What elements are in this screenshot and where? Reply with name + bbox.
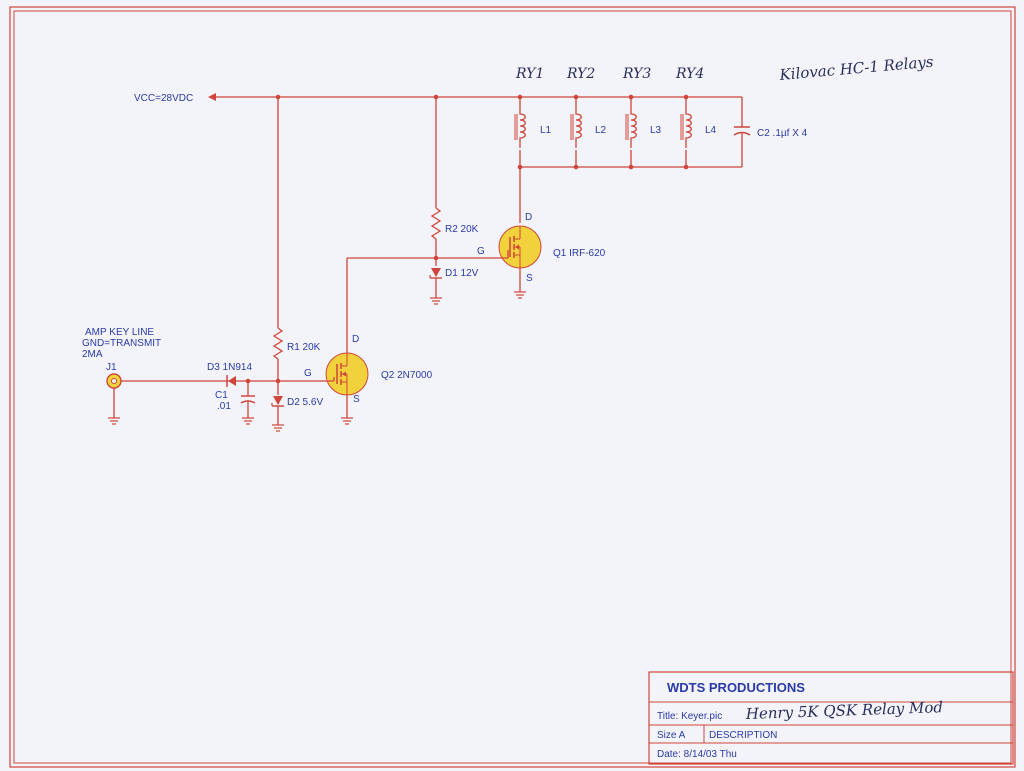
q1-gate-pin: G xyxy=(477,246,485,257)
d1-label: D1 12V xyxy=(445,268,479,279)
ground-icon xyxy=(107,417,121,425)
coil-l3-label: L3 xyxy=(650,125,662,136)
relay-label-ry3: RY3 xyxy=(622,66,651,82)
title-block: WDTS PRODUCTIONS Title: Keyer.pic Henry … xyxy=(648,671,1014,765)
drawing-date: Date: 8/14/03 Thu xyxy=(657,749,737,760)
c1-value: .01 xyxy=(217,401,231,412)
ground-icon xyxy=(429,297,443,305)
amp-key-line-label: AMP KEY LINE xyxy=(85,327,154,338)
mosfet-q2-icon xyxy=(325,352,369,396)
relay-type-note: Kilovac HC-1 Relays xyxy=(778,53,935,85)
ground-icon xyxy=(513,291,527,299)
ground-icon xyxy=(271,424,285,432)
q2-label: Q2 2N7000 xyxy=(381,370,433,381)
sheet-size: Size A xyxy=(657,730,686,741)
q1-label: Q1 IRF-620 xyxy=(553,248,606,259)
j1-label: J1 xyxy=(106,362,117,373)
q1-source-pin: S xyxy=(526,273,533,284)
description-label: DESCRIPTION xyxy=(709,730,777,741)
coil-l2-label: L2 xyxy=(595,125,607,136)
gnd-transmit-label: GND=TRANSMIT xyxy=(82,338,161,349)
capacitor-c2-label: C2 .1µf X 4 xyxy=(757,128,808,139)
outer-border xyxy=(9,6,1016,768)
r1-label: R1 20K xyxy=(287,342,321,353)
coil-l4-icon xyxy=(680,107,692,149)
relay-label-ry1: RY1 xyxy=(515,66,544,82)
coil-l3-icon xyxy=(625,107,637,149)
q1-drain-pin: D xyxy=(525,212,532,223)
mosfet-q1-icon xyxy=(498,225,542,269)
ground-icon xyxy=(340,417,354,425)
d3-label: D3 1N914 xyxy=(207,362,252,373)
c1-label: C1 xyxy=(215,390,228,401)
q2-drain-pin: D xyxy=(352,334,359,345)
d2-label: D2 5.6V xyxy=(287,397,323,408)
inner-border xyxy=(13,10,1012,764)
relay-label-ry4: RY4 xyxy=(675,66,704,82)
company-name: WDTS PRODUCTIONS xyxy=(667,680,805,695)
resistor-r1-icon xyxy=(272,327,284,360)
current-label: 2MA xyxy=(82,349,103,360)
r2-label: R2 20K xyxy=(445,224,479,235)
coil-l1-icon xyxy=(514,107,526,149)
coil-l1-label: L1 xyxy=(540,125,552,136)
coil-l4-label: L4 xyxy=(705,125,717,136)
q2-source-pin: S xyxy=(353,394,360,405)
coil-l2-icon xyxy=(570,107,582,149)
ground-icon xyxy=(241,417,255,425)
q2-gate-pin: G xyxy=(304,368,312,379)
zener-d1-icon xyxy=(431,268,441,277)
zener-d2-icon xyxy=(273,396,283,405)
resistor-r2-icon xyxy=(430,207,442,240)
drawing-title: Title: Keyer.pic xyxy=(657,711,722,722)
vcc-label: VCC=28VDC xyxy=(134,93,193,104)
relay-label-ry2: RY2 xyxy=(566,66,595,82)
